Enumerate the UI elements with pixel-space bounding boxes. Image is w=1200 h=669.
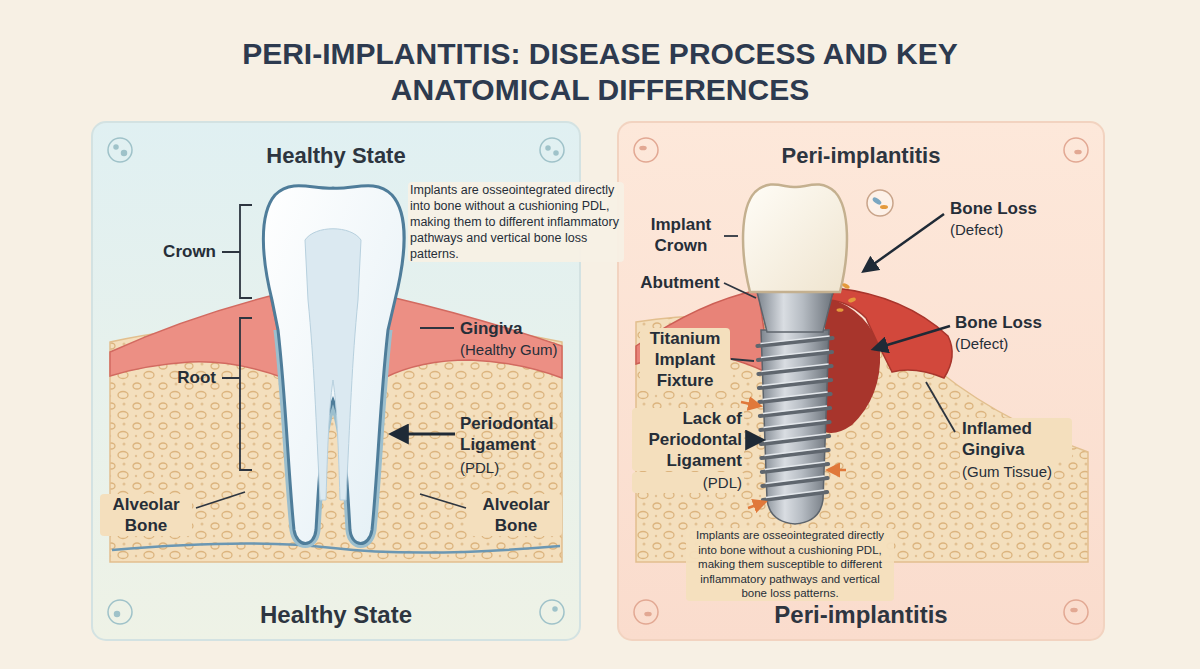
illustration-part	[842, 282, 851, 289]
illustration-part	[108, 600, 132, 624]
leader-line	[196, 492, 245, 508]
gingiva	[384, 298, 562, 378]
illustration-part	[634, 138, 658, 162]
bacteria	[837, 282, 857, 312]
pulp	[305, 229, 361, 500]
part-sublabel: (Defect)	[950, 219, 1003, 240]
diagram-title: PERI-IMPLANTITIS: DISEASE PROCESS AND KE…	[240, 36, 960, 108]
part-sublabel: (Healthy Gum)	[460, 339, 558, 360]
leader-line	[420, 494, 466, 508]
illustration-part	[634, 600, 658, 624]
part-label: Titanium Implant Fixture	[640, 328, 730, 391]
thread-highlight	[760, 336, 829, 344]
illustration-part	[554, 151, 558, 155]
thread-highlight	[763, 406, 827, 414]
illustration-part	[1075, 150, 1081, 153]
illustration-part	[546, 146, 550, 150]
thread-highlight	[762, 392, 827, 400]
leader-line	[724, 235, 738, 237]
note-text: Implants are osseointegrated directly in…	[686, 528, 894, 601]
fixture-threads	[757, 336, 832, 500]
tooth	[263, 186, 404, 544]
panel-ground	[618, 122, 1104, 640]
pressure-arrow	[741, 402, 760, 406]
panel-footer: Peri-implantitis	[618, 600, 1104, 630]
illustration-part	[645, 612, 651, 615]
part-label: Implant Crown	[640, 214, 722, 256]
thread-highlight	[765, 476, 824, 484]
illustration-part	[115, 612, 120, 617]
implant-crown	[743, 184, 847, 292]
illustration-part	[848, 297, 857, 303]
illustration-part	[540, 138, 564, 162]
part-label: Crown	[140, 241, 216, 262]
leader-line	[731, 359, 754, 361]
part-sublabel: (PDL)	[460, 457, 499, 478]
leader-line	[420, 327, 454, 329]
bacteria-icon	[880, 205, 888, 209]
bacteria-icon	[872, 196, 883, 206]
leader-arrow	[392, 433, 455, 436]
leader-arrow	[864, 214, 944, 271]
bone-base-line	[112, 543, 560, 552]
illustration-part	[837, 308, 844, 312]
illustration-part	[114, 145, 118, 149]
part-sublabel: (Gum Tissue)	[960, 461, 1054, 482]
part-label: Gingiva	[460, 318, 522, 339]
illustration-part	[122, 151, 127, 156]
illustration-part	[108, 138, 132, 162]
bacteria-icon	[867, 190, 893, 216]
part-sublabel: (Defect)	[955, 333, 1008, 354]
corner-icons	[634, 138, 1088, 624]
leader-line	[926, 382, 955, 432]
illustration-part	[1064, 138, 1088, 162]
pressure-arrow	[828, 469, 846, 472]
thread-highlight	[764, 448, 825, 456]
thread-highlight	[763, 420, 826, 428]
part-label: Inflamed Gingiva	[960, 418, 1072, 460]
illustration-part	[1071, 608, 1077, 611]
inflamed-gingiva	[830, 288, 952, 378]
abutment	[757, 292, 833, 332]
periodontal-ligament	[263, 330, 404, 544]
illustration-part	[540, 600, 564, 624]
gingiva	[110, 296, 284, 378]
part-label: Root	[140, 367, 216, 388]
part-label: Bone Loss	[955, 312, 1042, 333]
root-bracket	[222, 318, 252, 470]
illustration-part	[553, 607, 557, 611]
part-label: Abutment	[636, 272, 724, 293]
part-label: Alveolar Bone	[470, 494, 562, 536]
part-label: Alveolar Bone	[100, 494, 192, 536]
pressure-arrow	[748, 502, 765, 508]
panel-footer: Healthy State	[92, 600, 580, 630]
part-label: Lack of Periodontal Ligament	[632, 408, 744, 471]
panel-heading: Peri-implantitis	[618, 142, 1104, 170]
part-label: Bone Loss	[950, 198, 1037, 219]
part-label: Periodontal Ligament	[460, 413, 572, 455]
thread-highlight	[766, 490, 824, 498]
thread-highlight	[762, 378, 828, 386]
leader-arrow	[746, 439, 762, 442]
note-text: Implants are osseointegrated directly in…	[408, 182, 624, 262]
thread-highlight	[761, 350, 829, 358]
leader-line	[724, 283, 756, 298]
thread-highlight	[764, 434, 826, 442]
part-sublabel: (PDL)	[632, 472, 744, 493]
thread-highlight	[761, 364, 828, 372]
thread-highlight	[765, 462, 825, 470]
leader-arrow	[874, 326, 950, 349]
illustration-part	[1064, 600, 1088, 624]
illustration-part	[640, 146, 646, 149]
panel-heading: Healthy State	[92, 142, 580, 170]
implant-figure	[636, 184, 1088, 562]
crown-bracket	[222, 205, 252, 298]
